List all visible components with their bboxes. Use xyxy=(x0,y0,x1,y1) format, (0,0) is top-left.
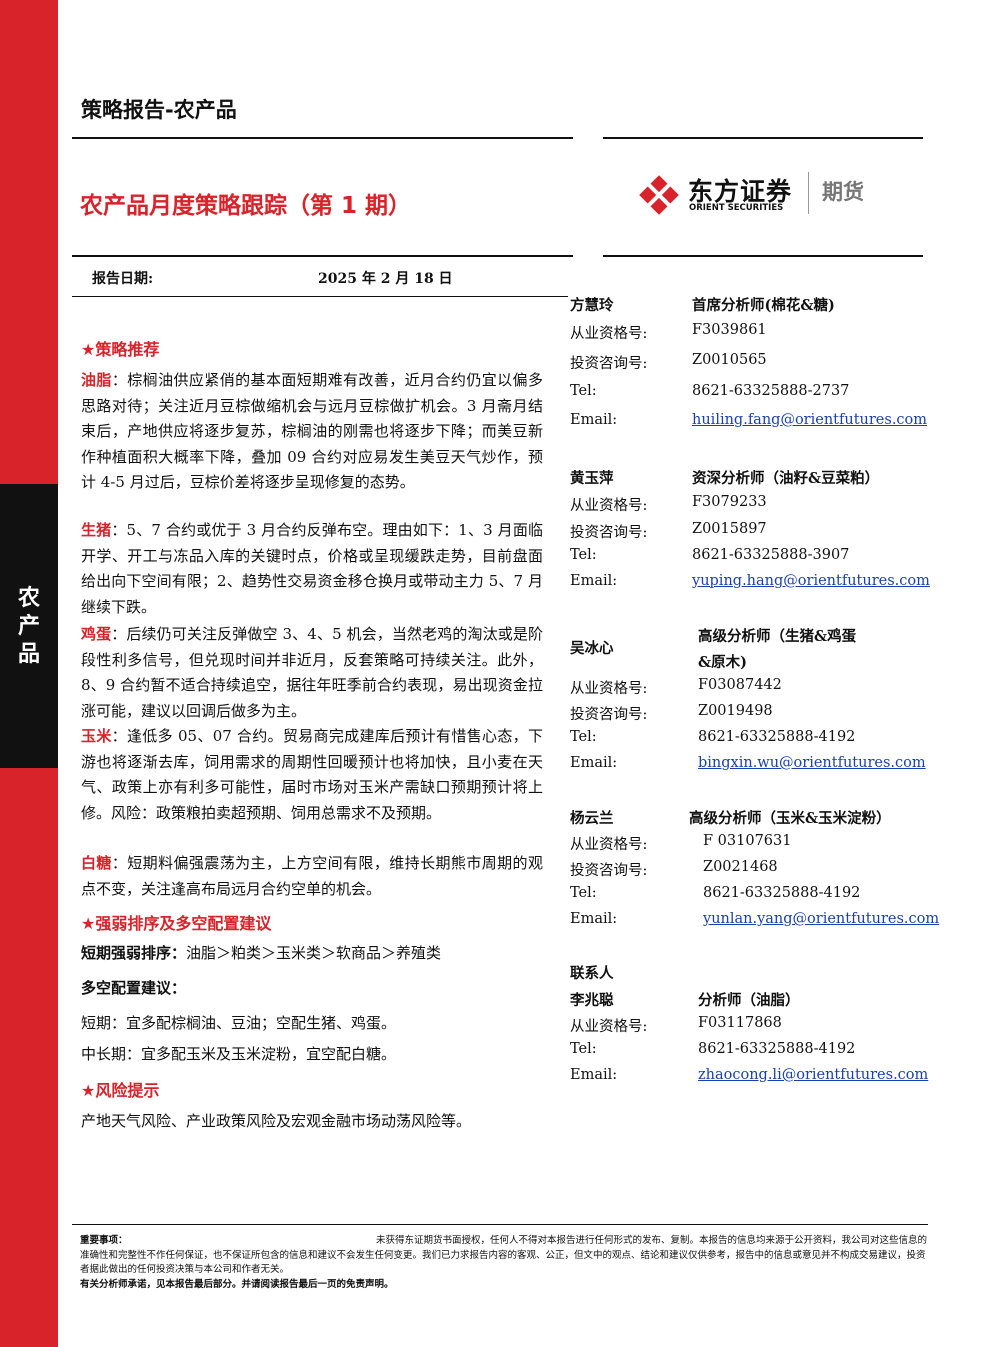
consult-label: 投资咨询号: xyxy=(570,863,648,879)
egg-text: ：后续仍可关注反弹做空 3、4、5 机会，当然老鸡的淘汰或是阶段性利多信号，但兑… xyxy=(81,625,543,720)
email-link[interactable]: zhaocong.li@orientfutures.com xyxy=(698,1067,929,1083)
analyst-name: 黄玉萍 xyxy=(570,470,614,487)
tel-label: Tel: xyxy=(570,885,597,901)
orient-logo-icon xyxy=(639,175,679,215)
email-label: Email: xyxy=(570,911,618,927)
analyst-title-line2: &原木) xyxy=(698,654,747,671)
consult-label: 投资咨询号: xyxy=(570,707,648,723)
header-rule-right xyxy=(603,137,923,139)
tel-label: Tel: xyxy=(570,729,597,745)
header-rule-left xyxy=(72,137,573,139)
tel-label: Tel: xyxy=(570,547,597,563)
corn-text: ：逢低多 05、07 合约。贸易商完成建库后预计有惜售心态，下游也将逐渐去库，饲… xyxy=(81,727,543,822)
hog-text: ：5、7 合约或优于 3 月合约反弹布空。理由如下：1、3 月面临开学、开工与冻… xyxy=(81,521,543,616)
risk-heading: ★风险提示 xyxy=(81,1081,160,1100)
email-label: Email: xyxy=(570,1067,618,1083)
logo-divider xyxy=(808,172,809,214)
sugar-paragraph: 白糖：短期料偏强震荡为主，上方空间有限，维持长期熊市周期的观点不变，关注逢高布局… xyxy=(81,851,543,902)
consult-number: Z0015897 xyxy=(692,521,767,537)
cert-label: 从业资格号: xyxy=(570,681,648,697)
disclaimer-text: 未获得东证期货书面授权，任何人不得对本报告进行任何形式的发布、复制。本报告的信息… xyxy=(80,1235,928,1276)
cert-label: 从业资格号: xyxy=(570,498,648,514)
sidebar-category-label: 农 产 品 xyxy=(17,586,40,667)
cert-label: 从业资格号: xyxy=(570,326,648,342)
analyst-name: 吴冰心 xyxy=(570,640,614,657)
egg-label: 鸡蛋 xyxy=(81,625,112,643)
ranking-text: 油脂＞粕类＞玉米类＞软商品＞养殖类 xyxy=(186,944,442,962)
page-title: 农产品月度策略跟踪（第 1 期） xyxy=(80,193,412,219)
hog-paragraph: 生猪：5、7 合约或优于 3 月合约反弹布空。理由如下：1、3 月面临开学、开工… xyxy=(81,518,543,620)
ranking-line: 短期强弱排序：油脂＞粕类＞玉米类＞软商品＞养殖类 xyxy=(81,942,441,963)
report-category: 策略报告-农产品 xyxy=(81,98,237,122)
title-rule-left xyxy=(72,255,573,257)
cert-label: 从业资格号: xyxy=(570,837,648,853)
cert-number: F3039861 xyxy=(692,322,767,338)
email-link[interactable]: huiling.fang@orientfutures.com xyxy=(692,412,928,428)
analyst-name: 方慧玲 xyxy=(570,297,614,314)
short-term-allocation: 短期：宜多配棕榈油、豆油；空配生猪、鸡蛋。 xyxy=(81,1014,397,1032)
cert-label: 从业资格号: xyxy=(570,1019,648,1035)
tel-label: Tel: xyxy=(570,1041,597,1057)
tel-number: 8621-63325888-4192 xyxy=(698,729,856,745)
consult-label: 投资咨询号: xyxy=(570,525,648,541)
consult-number: Z0021468 xyxy=(703,859,778,875)
contact-name: 李兆聪 xyxy=(570,992,614,1009)
footer-rule xyxy=(72,1224,928,1225)
consult-number: Z0019498 xyxy=(698,703,773,719)
analyst-name: 杨云兰 xyxy=(570,810,614,827)
sugar-label: 白糖 xyxy=(81,854,112,872)
sugar-text: ：短期料偏强震荡为主，上方空间有限，维持长期熊市周期的观点不变，关注逢高布局远月… xyxy=(81,854,543,898)
email-link[interactable]: bingxin.wu@orientfutures.com xyxy=(698,755,926,771)
oil-text: ：棕榈油供应紧俏的基本面短期难有改善，近月合约仍宜以偏多思路对待；关注近月豆棕做… xyxy=(81,371,543,491)
contact-heading: 联系人 xyxy=(570,965,614,982)
email-label: Email: xyxy=(570,755,618,771)
mid-long-term-allocation: 中长期：宜多配玉米及玉米淀粉，宜空配白糖。 xyxy=(81,1045,397,1063)
disclaimer: 重要事项：未获得东证期货书面授权，任何人不得对本报告进行任何形式的发布、复制。本… xyxy=(80,1234,928,1292)
email-label: Email: xyxy=(570,573,618,589)
tel-label: Tel: xyxy=(570,383,597,399)
oil-paragraph: 油脂：棕榈油供应紧俏的基本面短期难有改善，近月合约仍宜以偏多思路对待；关注近月豆… xyxy=(81,368,543,496)
date-rule xyxy=(72,296,568,297)
disclaimer-label: 重要事项： xyxy=(80,1235,128,1246)
analyst-title-line1: 高级分析师（生猪&鸡蛋 xyxy=(698,628,857,645)
oil-label: 油脂 xyxy=(81,371,112,389)
cert-number: F03117868 xyxy=(698,1015,782,1031)
disclaimer-note: 有关分析师承诺，见本报告最后部分。并请阅读报告最后一页的免责声明。 xyxy=(80,1278,394,1290)
egg-paragraph: 鸡蛋：后续仍可关注反弹做空 3、4、5 机会，当然老鸡的淘汰或是阶段性利多信号，… xyxy=(81,622,543,724)
sidebar-category-block xyxy=(0,484,58,768)
corn-label: 玉米 xyxy=(81,727,112,745)
consult-number: Z0010565 xyxy=(692,352,767,368)
title-rule-right xyxy=(603,255,923,257)
email-label: Email: xyxy=(570,412,618,428)
tel-number: 8621-63325888-4192 xyxy=(698,1041,856,1057)
strategy-heading: ★策略推荐 xyxy=(81,340,160,359)
logo-cn: 东方证券 xyxy=(688,177,793,206)
email-link[interactable]: yunlan.yang@orientfutures.com xyxy=(703,911,940,927)
cert-number: F 03107631 xyxy=(703,833,792,849)
logo-suffix: 期货 xyxy=(822,180,864,204)
consult-label: 投资咨询号: xyxy=(570,356,648,372)
ranking-heading: ★强弱排序及多空配置建议 xyxy=(81,914,272,933)
analyst-title: 首席分析师(棉花&糖) xyxy=(692,297,835,314)
allocation-label: 多空配置建议： xyxy=(81,979,187,997)
analyst-title: 高级分析师（玉米&玉米淀粉） xyxy=(689,810,891,827)
hog-label: 生猪 xyxy=(81,521,112,539)
tel-number: 8621-63325888-3907 xyxy=(692,547,850,563)
tel-number: 8621-63325888-4192 xyxy=(703,885,861,901)
logo-en: ORIENT SECURITIES xyxy=(689,203,784,213)
company-logo: 东方证券 ORIENT SECURITIES 期货 xyxy=(636,170,896,218)
report-date-value: 2025 年 2 月 18 日 xyxy=(318,271,453,287)
report-date-label: 报告日期: xyxy=(92,271,154,287)
contact-title: 分析师（油脂） xyxy=(698,992,800,1009)
analyst-title: 资深分析师（油籽&豆菜粕） xyxy=(692,470,880,487)
email-link[interactable]: yuping.hang@orientfutures.com xyxy=(692,573,930,589)
cert-number: F03087442 xyxy=(698,677,782,693)
risk-text: 产地天气风险、产业政策风险及宏观金融市场动荡风险等。 xyxy=(81,1112,472,1130)
cert-number: F3079233 xyxy=(692,494,767,510)
tel-number: 8621-63325888-2737 xyxy=(692,383,850,399)
corn-paragraph: 玉米：逢低多 05、07 合约。贸易商完成建库后预计有惜售心态，下游也将逐渐去库… xyxy=(81,724,543,826)
ranking-label: 短期强弱排序： xyxy=(81,944,187,962)
